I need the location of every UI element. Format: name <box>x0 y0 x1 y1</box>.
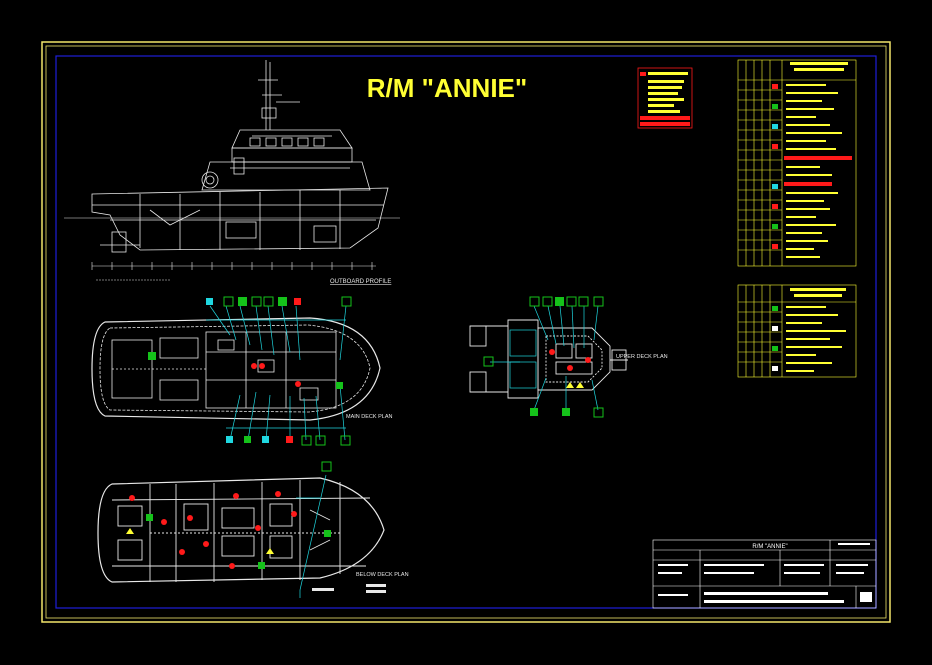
life-ring-icon <box>542 296 553 307</box>
upper-deck-symbols <box>483 296 604 418</box>
outer-frame <box>41 41 891 623</box>
outboard-profile <box>91 60 389 253</box>
fire-hose-icon <box>258 562 265 569</box>
upper-deck-label: UPPER DECK PLAN <box>616 354 668 360</box>
emergency-light-icon <box>286 436 293 443</box>
fire-equipment-table-symbols <box>772 84 778 249</box>
life-ring-icon <box>223 296 234 307</box>
life-ring-icon <box>593 296 604 307</box>
fire-extinguisher-icon <box>179 549 185 555</box>
fire-extinguisher-icon <box>530 408 538 416</box>
below-deck-callouts <box>296 474 327 598</box>
fire-extinguisher-icon <box>251 363 257 369</box>
below-deck-plan <box>97 477 385 583</box>
fire-extinguisher-icon <box>567 365 573 371</box>
below-deck-symbols <box>126 461 332 569</box>
upper-deck-plan <box>469 319 628 399</box>
main-deck-plan <box>91 317 381 421</box>
emergency-light-icon <box>566 382 574 388</box>
fire-hose-icon <box>555 297 564 306</box>
fire-extinguisher-icon <box>206 298 213 305</box>
emergency-light-icon <box>278 297 287 306</box>
fire-extinguisher-icon <box>585 357 591 363</box>
fire-hose-icon <box>336 382 343 389</box>
symbol-legend <box>637 67 693 129</box>
fire-extinguisher-icon <box>262 436 269 443</box>
main-deck-label: MAIN DECK PLAN <box>346 414 392 420</box>
life-ring-icon <box>321 461 332 472</box>
fire-extinguisher-icon <box>295 381 301 387</box>
life-ring-icon <box>529 296 540 307</box>
fire-extinguisher-icon <box>562 408 570 416</box>
below-deck-label: BELOW DECK PLAN <box>356 572 409 578</box>
life-ring-icon <box>341 296 352 307</box>
fire-extinguisher-icon <box>259 363 265 369</box>
below-deck-notes <box>312 584 386 593</box>
fire-extinguisher-icon <box>129 495 135 501</box>
safety-equipment-table-symbols <box>772 306 778 371</box>
fire-extinguisher-icon <box>161 519 167 525</box>
life-ring-icon <box>315 435 326 446</box>
safety-equipment-table-text <box>786 288 846 372</box>
fire-hose-icon <box>238 297 247 306</box>
fire-extinguisher-icon <box>226 436 233 443</box>
fire-extinguisher-icon <box>203 541 209 547</box>
life-ring-icon <box>301 435 312 446</box>
fire-extinguisher-icon <box>187 515 193 521</box>
fire-extinguisher-icon <box>275 491 281 497</box>
fire-hose-icon <box>146 514 153 521</box>
fire-hose-icon <box>324 530 331 537</box>
title-block-project: R/M "ANNIE" <box>752 544 787 550</box>
safety-equipment-table <box>737 284 857 378</box>
emergency-light-icon <box>266 548 274 554</box>
life-ring-icon <box>263 296 274 307</box>
fire-extinguisher-icon <box>549 349 555 355</box>
main-deck-symbols <box>148 296 352 446</box>
fire-hose-icon <box>148 352 156 360</box>
life-ring-icon <box>251 296 262 307</box>
life-ring-icon <box>578 296 589 307</box>
fire-extinguisher-icon <box>294 298 301 305</box>
life-ring-icon <box>566 296 577 307</box>
drawing-title: R/M "ANNIE" <box>367 73 527 103</box>
fire-extinguisher-icon <box>255 525 261 531</box>
outboard-profile-label: OUTBOARD PROFILE <box>330 279 391 285</box>
main-deck-callouts <box>206 305 347 441</box>
profile-guides <box>64 217 400 281</box>
title-block <box>652 539 877 609</box>
fire-extinguisher-icon <box>291 511 297 517</box>
fire-equipment-table <box>737 59 857 267</box>
upper-deck-callouts <box>490 305 599 411</box>
emergency-light-icon <box>576 382 584 388</box>
outer-frame-inner-line <box>45 45 887 619</box>
life-ring-icon <box>593 407 604 418</box>
emergency-light-icon <box>126 528 134 534</box>
fire-extinguisher-icon <box>233 493 239 499</box>
inner-border <box>55 55 877 609</box>
fire-hose-icon <box>244 436 251 443</box>
fire-extinguisher-icon <box>229 563 235 569</box>
title-block-text <box>658 543 872 603</box>
life-ring-icon <box>483 356 494 367</box>
fire-equipment-table-text <box>784 62 852 258</box>
life-ring-icon <box>340 435 351 446</box>
